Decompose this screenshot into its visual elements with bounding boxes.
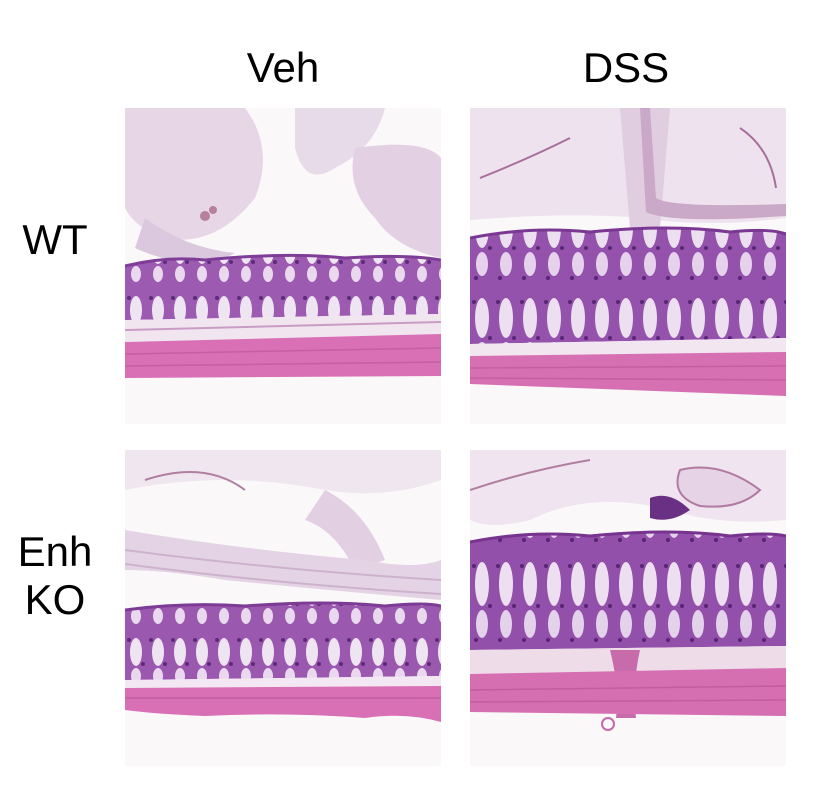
panel-enh-ko-dss [470, 450, 786, 766]
he-stain-image [125, 108, 441, 424]
row-label-wt: WT [22, 216, 88, 263]
panel-wt-dss [470, 108, 786, 424]
panel-wt-veh [125, 108, 441, 424]
he-stain-image [125, 450, 441, 766]
he-stain-image [470, 450, 786, 766]
panel-enh-ko-veh [125, 450, 441, 766]
column-label-veh: Veh [246, 44, 320, 91]
he-stain-image [470, 108, 786, 424]
column-label-dss: DSS [582, 44, 670, 91]
row-label-enh-ko: Enh KO [17, 528, 93, 623]
